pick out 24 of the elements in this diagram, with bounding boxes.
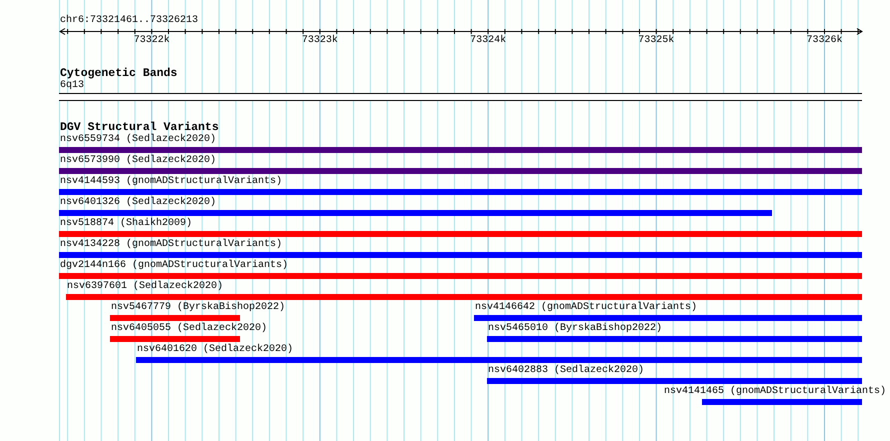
variant-label: nsv4141465 (gnomADStructuralVariants) [664,386,886,398]
track-heading: DGV Structural Variants [60,120,219,134]
tick-label: 73322k [134,34,170,46]
variant-label: nsv6573990 (Sedlazeck2020) [60,155,216,167]
variant-label: nsv5467779 (ByrskaBishop2022) [111,302,285,314]
variant-label: dgv2144n166 (gnomADStructuralVariants) [60,260,288,272]
track-heading: Cytogenetic Bands [60,66,178,80]
tick-label: 73324k [470,34,506,46]
variant-label: nsv518874 (Shaikh2009) [60,218,192,230]
coordinate-label: chr6:73321461..73326213 [60,14,198,26]
tick-label: 73325k [638,34,674,46]
variant-label: nsv6401620 (Sedlazeck2020) [137,344,293,356]
variant-label: nsv6401326 (Sedlazeck2020) [60,197,216,209]
variant-label: nsv4134228 (gnomADStructuralVariants) [60,239,282,251]
variant-label: nsv6559734 (Sedlazeck2020) [60,134,216,146]
tick-label: 73326k [806,34,843,46]
variant-label: nsv6397601 (Sedlazeck2020) [67,281,223,293]
variant-label: nsv5465010 (ByrskaBishop2022) [488,323,662,335]
band-label: 6q13 [60,80,84,92]
variant-label: nsv4146642 (gnomADStructuralVariants) [475,302,697,314]
tick-label: 73323k [302,34,338,46]
variant-label: nsv6402883 (Sedlazeck2020) [488,365,644,377]
variant-label: nsv6405055 (Sedlazeck2020) [111,323,267,335]
variant-label: nsv4144593 (gnomADStructuralVariants) [60,176,282,188]
